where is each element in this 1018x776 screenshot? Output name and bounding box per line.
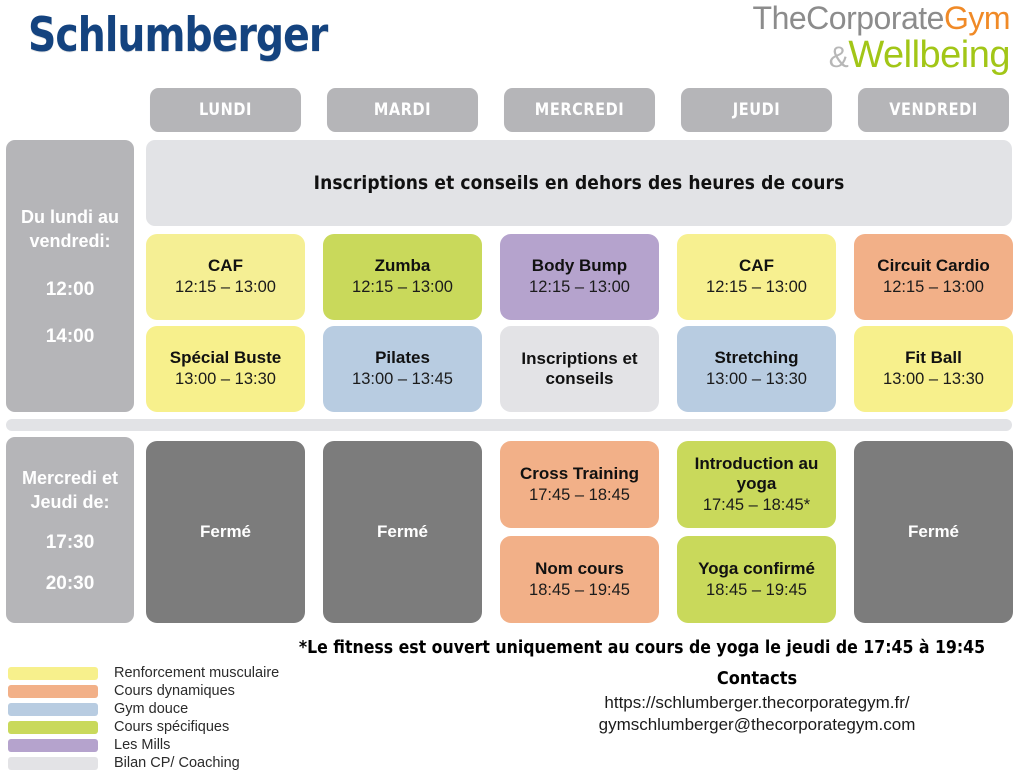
section-divider	[6, 419, 1012, 431]
course-name: Spécial Buste	[169, 348, 282, 368]
course-time: 12:15 – 13:00	[706, 278, 807, 297]
course-card[interactable]: Yoga confirmé 18:45 – 19:45	[677, 536, 836, 623]
course-name: CAF	[739, 256, 774, 276]
midday-sidebar-end-time: 14:00	[45, 325, 95, 347]
schlumberger-logo: Schlumberger	[28, 8, 328, 63]
course-card[interactable]: Spécial Buste 13:00 – 13:30	[146, 326, 305, 412]
course-time: 18:45 – 19:45	[706, 580, 807, 599]
closed-card: Fermé	[854, 441, 1013, 623]
closed-label: Fermé	[376, 521, 429, 541]
day-header-mardi[interactable]: MARDI	[326, 88, 479, 132]
legend-item: Renforcement musculaire	[8, 664, 308, 682]
legend-swatch	[8, 684, 98, 698]
evening-sidebar-start-time: 17:30	[45, 531, 95, 553]
course-name: Body Bump	[531, 256, 628, 276]
course-card[interactable]: Body Bump 12:15 – 13:00	[500, 234, 659, 320]
legend-label: Gym douce	[114, 701, 189, 717]
closed-card: Fermé	[323, 441, 482, 623]
legend-label: Bilan CP/ Coaching	[114, 755, 240, 771]
legend-label: Cours spécifiques	[114, 719, 230, 735]
legend-item: Gym douce	[8, 700, 308, 718]
legend-label: Cours dynamiques	[114, 683, 235, 699]
course-name: CAF	[208, 256, 243, 276]
course-time: 12:15 – 13:00	[352, 278, 453, 297]
course-name: Zumba	[374, 256, 431, 276]
course-card[interactable]: Stretching 13:00 – 13:30	[677, 326, 836, 412]
evening-sidebar-title: Mercredi et Jeudi de:	[21, 468, 119, 512]
thecorporategym-logo: TheCorporateGym &Wellbeing	[752, 0, 1011, 76]
course-name: Cross Training	[519, 463, 640, 483]
course-card[interactable]: Fit Ball 13:00 – 13:30	[854, 326, 1013, 412]
closed-label: Fermé	[199, 521, 252, 541]
contacts-title: Contacts	[716, 668, 798, 689]
course-time: 18:45 – 19:45	[529, 580, 630, 599]
brand-gym-text: Gym	[943, 0, 1011, 36]
course-name: Fit Ball	[905, 348, 962, 368]
midday-sidebar-title: Du lundi au vendredi:	[21, 207, 119, 251]
course-card[interactable]: CAF 12:15 – 13:00	[146, 234, 305, 320]
course-time: 12:15 – 13:00	[175, 278, 276, 297]
closed-card: Fermé	[146, 441, 305, 623]
course-name: Pilates	[375, 348, 430, 368]
brand-line-one: TheCorporateGym	[752, 0, 1011, 36]
legend-label: Renforcement musculaire	[114, 665, 280, 681]
day-header-vendredi[interactable]: VENDREDI	[857, 88, 1010, 132]
midday-sidebar-start-time: 12:00	[45, 278, 95, 300]
brand-wellbeing-text: Wellbeing	[848, 34, 1010, 76]
legend-label: Les Mills	[114, 737, 171, 753]
contacts-block: Contacts https://schlumberger.thecorpora…	[500, 668, 1014, 737]
brand-ampersand-text: &	[828, 41, 849, 74]
course-card[interactable]: Circuit Cardio 12:15 – 13:00	[854, 234, 1013, 320]
contacts-email-link[interactable]: gymschlumberger@thecorporategym.com	[598, 715, 916, 735]
course-time: 13:00 – 13:45	[352, 370, 453, 389]
course-card[interactable]: Nom cours 18:45 – 19:45	[500, 536, 659, 623]
page-header: Schlumberger TheCorporateGym &Wellbeing	[0, 0, 1018, 86]
day-header-mercredi[interactable]: MERCREDI	[503, 88, 656, 132]
brand-line-two: &Wellbeing	[753, 34, 1011, 76]
course-time: 17:45 – 18:45*	[702, 495, 811, 514]
course-time: 13:00 – 13:30	[175, 370, 276, 389]
course-time: 12:15 – 13:00	[529, 278, 630, 297]
evening-sidebar-end-time: 20:30	[45, 572, 95, 594]
course-card[interactable]: CAF 12:15 – 13:00	[677, 234, 836, 320]
legend-item: Bilan CP/ Coaching	[8, 754, 308, 772]
midday-time-sidebar: Du lundi au vendredi: 12:00 14:00	[6, 140, 134, 412]
course-card[interactable]: Inscriptions et conseils	[500, 326, 659, 412]
course-card[interactable]: Pilates 13:00 – 13:45	[323, 326, 482, 412]
course-time: 12:15 – 13:00	[883, 278, 984, 297]
course-name: Nom cours	[535, 558, 624, 578]
course-name: Introduction au yoga	[694, 453, 819, 493]
course-name: Yoga confirmé	[698, 558, 815, 578]
closed-label: Fermé	[907, 521, 960, 541]
course-time: 17:45 – 18:45	[529, 485, 630, 504]
course-card[interactable]: Zumba 12:15 – 13:00	[323, 234, 482, 320]
legend-swatch	[8, 702, 98, 716]
day-header-jeudi[interactable]: JEUDI	[680, 88, 833, 132]
yoga-footnote: *Le fitness est ouvert uniquement au cou…	[298, 638, 986, 658]
course-name: Inscriptions et conseils	[521, 348, 638, 388]
legend-item: Cours dynamiques	[8, 682, 308, 700]
legend-item: Cours spécifiques	[8, 718, 308, 736]
course-name: Stretching	[714, 348, 799, 368]
evening-time-sidebar: Mercredi et Jeudi de: 17:30 20:30	[6, 437, 134, 623]
course-time: 13:00 – 13:30	[706, 370, 807, 389]
legend-swatch	[8, 738, 98, 752]
legend-swatch	[8, 666, 98, 680]
course-card[interactable]: Cross Training 17:45 – 18:45	[500, 441, 659, 528]
legend-swatch	[8, 720, 98, 734]
course-name: Circuit Cardio	[877, 256, 990, 276]
registration-banner: Inscriptions et conseils en dehors des h…	[146, 140, 1012, 226]
legend-item: Les Mills	[8, 736, 308, 754]
course-time: 13:00 – 13:30	[883, 370, 984, 389]
legend-swatch	[8, 756, 98, 770]
course-card[interactable]: Introduction au yoga 17:45 – 18:45*	[677, 441, 836, 528]
contacts-website-link[interactable]: https://schlumberger.thecorporategym.fr/	[604, 693, 910, 712]
day-header-lundi[interactable]: LUNDI	[149, 88, 302, 132]
brand-thecorporate-text: TheCorporate	[752, 0, 945, 36]
